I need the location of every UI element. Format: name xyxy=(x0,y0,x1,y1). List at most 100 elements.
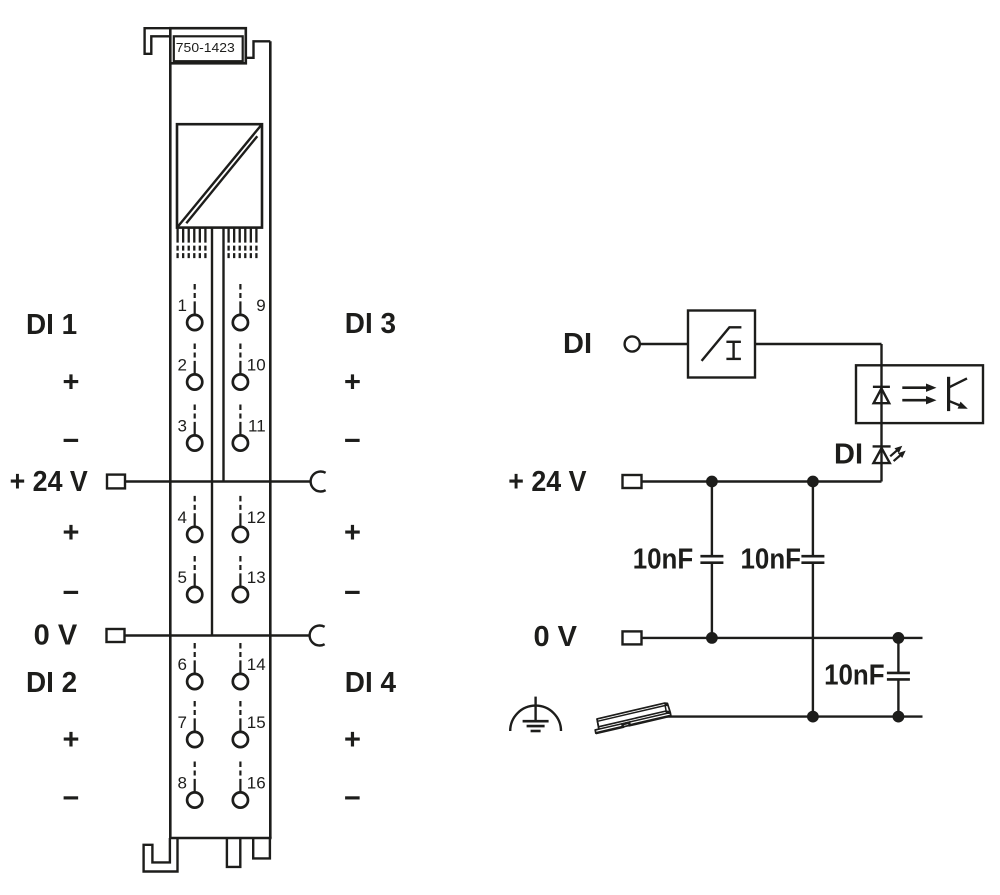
cap3-label: 10nF xyxy=(824,660,885,692)
contact-6: 6 xyxy=(178,643,204,691)
left-label-di1: DI 1 xyxy=(26,309,77,341)
contact-15: 15 xyxy=(231,701,266,749)
module-750-1423: 750-1423 1 9 2 10 3 11 4 12 5 13 6 14 7 … xyxy=(10,26,396,873)
led-triangle xyxy=(871,445,892,465)
arrow-head xyxy=(894,445,903,454)
contact-15-circle xyxy=(231,730,250,749)
right-label-minus-2: − xyxy=(344,577,361,609)
contact-12-circle xyxy=(231,525,250,544)
left-label-plus-3: + xyxy=(63,724,80,756)
left-label-0v: 0 V xyxy=(34,620,78,652)
contact-6-number: 6 xyxy=(178,655,187,674)
schematic-di-label: DI xyxy=(563,328,592,360)
contact-1-number: 1 xyxy=(178,296,187,315)
contact-5-circle xyxy=(185,585,204,604)
schematic-24v-label: + 24 V xyxy=(508,466,587,498)
contact-11-circle xyxy=(231,434,250,452)
right-label-plus-3: + xyxy=(344,724,361,756)
input-circuit-schematic: DI DI + 24 V 10nF 10nF 0 V 10nF xyxy=(508,309,985,735)
electronics-diagonal-2 xyxy=(185,135,259,225)
filter-box xyxy=(686,309,757,379)
contact-3-number: 3 xyxy=(178,417,187,436)
right-label-minus-1: − xyxy=(344,425,361,457)
right-label-di4: DI 4 xyxy=(345,667,396,699)
electronics-box xyxy=(175,122,264,229)
left-label-minus-2: − xyxy=(63,577,80,609)
contact-1: 1 xyxy=(178,284,204,332)
led-flash-1 xyxy=(889,448,899,458)
contact-8-number: 8 xyxy=(178,774,187,793)
left-label-minus-3: − xyxy=(63,783,80,815)
contact-11-number: 11 xyxy=(248,417,266,436)
schematic-24v-terminal xyxy=(621,473,643,490)
cap1-label: 10nF xyxy=(633,543,694,575)
contact-8: 8 xyxy=(178,761,204,809)
rail-right-farwall-cut xyxy=(664,702,669,707)
schematic-led-di-label: DI xyxy=(834,438,863,470)
contact-4-circle xyxy=(185,525,204,544)
junction-dot xyxy=(807,710,819,723)
contact-8-circle xyxy=(185,791,204,809)
contact-15-number: 15 xyxy=(247,713,266,732)
contact-12: 12 xyxy=(231,495,266,544)
rail-0v-bus-arc xyxy=(308,624,326,647)
contact-13-circle xyxy=(231,585,250,604)
contact-16-number: 16 xyxy=(247,774,266,793)
contact-13: 13 xyxy=(231,556,266,604)
right-label-minus-3: − xyxy=(344,783,361,815)
contact-2: 2 xyxy=(178,343,204,391)
left-label-di2: DI 2 xyxy=(26,667,77,699)
arrow-head xyxy=(926,383,937,392)
right-label-di3: DI 3 xyxy=(345,308,396,340)
part-number-box-outer xyxy=(169,26,248,65)
arrow-head xyxy=(957,401,968,409)
contact-10-number: 10 xyxy=(247,356,266,375)
right-label-plus-1: + xyxy=(344,367,361,399)
terminal-0v-square xyxy=(105,627,126,644)
rail-24v-bus-arc xyxy=(309,470,327,493)
arrow-head xyxy=(897,450,906,458)
left-label-plus-2: + xyxy=(63,517,80,549)
contact-14-circle xyxy=(231,672,250,691)
part-number-label: 750-1423 xyxy=(176,41,235,55)
contact-9-number: 9 xyxy=(256,296,265,315)
cap2-label: 10nF xyxy=(741,543,802,575)
contact-7: 7 xyxy=(178,701,204,749)
contact-14-number: 14 xyxy=(247,655,266,674)
contact-2-circle xyxy=(185,373,204,391)
contact-9-circle xyxy=(231,313,250,332)
din-rail-symbol xyxy=(594,702,672,735)
contact-7-number: 7 xyxy=(178,713,187,732)
terminal-24v-square xyxy=(105,473,127,490)
optocoupler-box xyxy=(854,364,985,425)
bottom-middle-tab xyxy=(225,838,242,869)
rail-right-nearwall-cut xyxy=(665,710,670,715)
electronics-diagonal-1 xyxy=(176,124,263,228)
part-number-box-inner xyxy=(172,35,244,63)
filter-ramp-symbol xyxy=(700,326,742,362)
contact-9: 9 xyxy=(231,284,266,332)
left-label-minus-1: − xyxy=(63,425,80,457)
contact-2-number: 2 xyxy=(178,356,187,375)
phototransistor-collector xyxy=(948,377,968,389)
led-flash-2 xyxy=(892,453,902,462)
rail-near-wall-outer-edge xyxy=(598,710,667,728)
opto-led-triangle xyxy=(871,385,892,405)
junction-dot xyxy=(892,710,905,723)
input-terminal-circle xyxy=(623,335,642,353)
contact-12-number: 12 xyxy=(247,508,266,527)
contact-6-circle xyxy=(185,672,204,691)
contact-3-circle xyxy=(185,434,204,452)
rail-left-cut xyxy=(596,718,600,730)
contact-5-number: 5 xyxy=(178,568,187,587)
rail-near-wall-front-edge xyxy=(598,712,667,730)
junction-dot xyxy=(706,632,718,644)
top-right-step xyxy=(245,40,271,59)
contact-10-circle xyxy=(231,373,250,391)
left-label-plus-1: + xyxy=(63,367,80,399)
right-label-plus-2: + xyxy=(344,517,361,549)
contact-13-number: 13 xyxy=(247,568,266,587)
schematic-0v-label: 0 V xyxy=(533,621,577,653)
left-label-24v: + 24 V xyxy=(10,466,89,498)
